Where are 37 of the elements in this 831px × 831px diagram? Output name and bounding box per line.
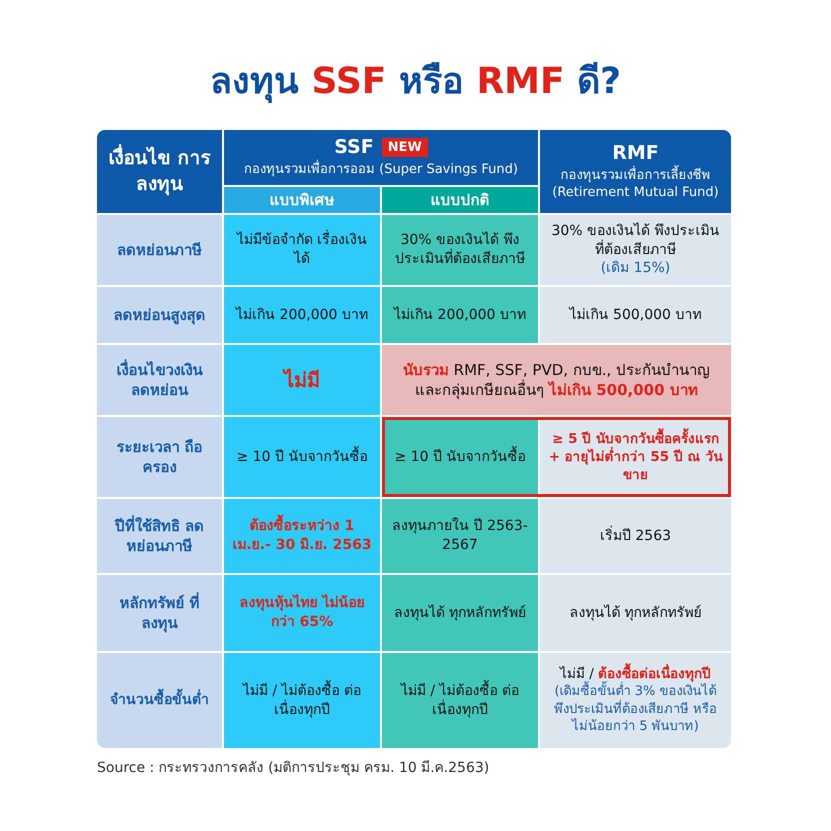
row-heading: หลักทรัพย์ ที่ลงทุน — [97, 575, 222, 651]
new-badge: NEW — [382, 138, 428, 156]
table-cell: 30% ของเงินได้ พึงประเมินที่ต้องเสียภาษี — [382, 215, 538, 285]
table-cell: เริ่มปี 2563 — [540, 499, 731, 573]
table-cell: ≥ 5 ปี นับจากวันซื้อครั้งแรก + อายุไม่ต่ำกว่า 55 ปี ณ วันขาย — [540, 417, 731, 497]
source-note: Source : กระทรวงการคลัง (มติการประชุม ครม. 10 มี.ค.2563) — [97, 759, 490, 778]
column-heading: เงื่อนไข การลงทุน — [97, 130, 222, 213]
title: ลงทุน SSF หรือ RMF ดี? — [208, 60, 622, 105]
sub-heading: แบบพิเศษ — [224, 187, 380, 213]
cell-note: (เดิม 15%) — [600, 259, 670, 278]
sub-heading: แบบปกติ — [382, 187, 538, 213]
table-cell: ≥ 10 ปี นับจากวันซื้อ — [224, 417, 380, 497]
column-heading: SSF — [334, 136, 374, 158]
table-cell: ≥ 10 ปี นับจากวันซื้อ — [382, 417, 538, 497]
table-cell: นับรวม RMF, SSF, PVD, กบข., ประกันบำนาญ และกลุ่มเกษียณอื่นๆ ไม่เกิน 500,000 บาท — [382, 345, 731, 415]
table-cell: ไม่เกิน 200,000 บาท — [382, 287, 538, 343]
table-cell: ไม่เกิน 500,000 บาท — [540, 287, 731, 343]
row-heading: ลดหย่อนภาษี — [97, 215, 222, 285]
row-heading: ระยะเวลา ถือครอง — [97, 417, 222, 497]
table-cell: ลงทุนภายใน ปี 2563-2567 — [382, 499, 538, 573]
row-heading: จำนวนซื้อขั้นต่ำ — [97, 653, 222, 748]
table-cell: ลงทุนได้ ทุกหลักทรัพย์ — [540, 575, 731, 651]
table-cell: ไม่มีข้อจำกัด เรื่องเงินได้ — [224, 215, 380, 285]
table-cell: ไม่มี / ไม่ต้องซื้อ ต่อเนื่องทุกปี — [224, 653, 380, 748]
row-heading: ปีที่ใช้สิทธิ ลดหย่อนภาษี — [97, 499, 222, 573]
table-cell: ลงทุนหุ้นไทย ไม่น้อยกว่า 65% — [224, 575, 380, 651]
table-cell: ไม่เกิน 200,000 บาท — [224, 287, 380, 343]
cell-text: 30% ของเงินได้ พึงประเมินที่ต้องเสียภาษี — [550, 222, 721, 260]
table-cell: ไม่มี — [224, 345, 380, 415]
row-heading: เงื่อนไขวงเงิน ลดหย่อน — [97, 345, 222, 415]
column-subheading: กองทุนรวมเพื่อการเลี้ยงชีพ (Retirement Mutual Fund) — [548, 166, 723, 202]
table-cell: ต้องซื้อระหว่าง 1 เม.ย.- 30 มิ.ย. 2563 — [224, 499, 380, 573]
table-cell: ลงทุนได้ ทุกหลักทรัพย์ — [382, 575, 538, 651]
table-cell: ไม่มี / ไม่ต้องซื้อ ต่อเนื่องทุกปี — [382, 653, 538, 748]
row-heading: ลดหย่อนสูงสุด — [97, 287, 222, 343]
column-heading: RMF — [612, 141, 659, 165]
cell-note: (เดิมซื้อขั้นต่ำ 3% ของเงินได้ พึงประเมินที่ต้องเสียภาษี หรือ ไม่น้อยกว่า 5 พันบาท) — [548, 683, 723, 736]
